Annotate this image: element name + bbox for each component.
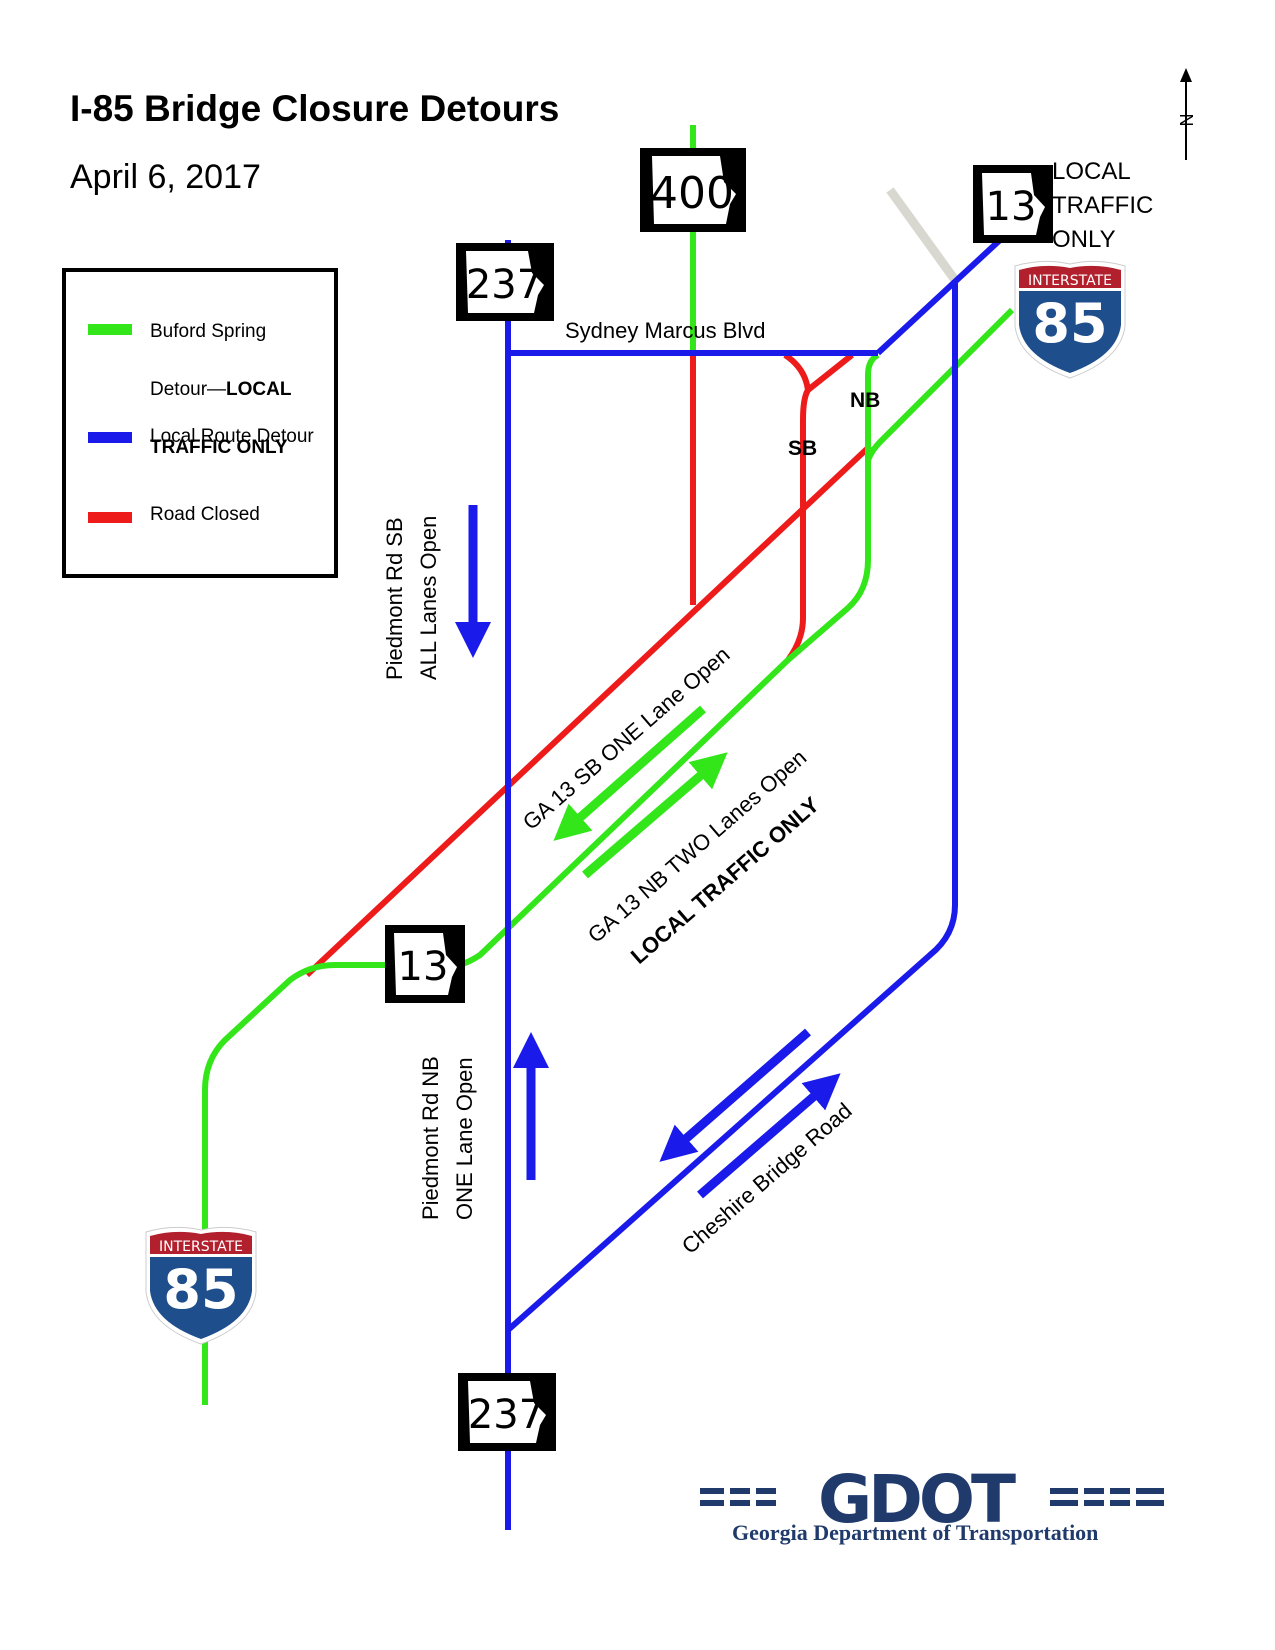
ga400-number: 400 xyxy=(650,168,734,219)
map-date: April 6, 2017 xyxy=(70,158,261,196)
i85-top-interstate-word: INTERSTATE xyxy=(1028,273,1112,289)
legend-local-label: Local Route Detour xyxy=(150,426,314,447)
i85-bottom-number: 85 xyxy=(163,1258,238,1321)
legend-swatch-green xyxy=(88,324,132,335)
ga13-mid-number: 13 xyxy=(398,944,449,990)
legend-closed-label: Road Closed xyxy=(150,504,260,525)
ga13-top-shield: 13 xyxy=(973,165,1053,243)
i85-closed xyxy=(304,443,873,978)
cheshire-sb-arrow xyxy=(659,1028,811,1162)
ga13-nb-arrow xyxy=(582,752,728,879)
sb-label: SB xyxy=(788,437,817,460)
legend-detour-line2-bold: LOCAL xyxy=(226,379,292,400)
ga237-top-shield: 237 xyxy=(456,243,554,321)
i85-top-number: 85 xyxy=(1032,292,1107,355)
i85-north-detour xyxy=(865,307,1015,462)
local-routes xyxy=(505,237,1003,1530)
i85-top-shield: INTERSTATE 85 xyxy=(1014,260,1126,379)
gray-road xyxy=(886,187,959,283)
piedmont-sb-line2: ALL Lanes Open xyxy=(416,516,441,680)
ga13-sb-arrow xyxy=(553,705,706,841)
piedmont-nb-label: Piedmont Rd NB ONE Lane Open xyxy=(418,1056,477,1220)
i85-bottom-interstate-word: INTERSTATE xyxy=(159,1239,243,1255)
map-title: I-85 Bridge Closure Detours xyxy=(70,88,560,129)
north-arrow-icon: N xyxy=(1176,68,1196,160)
piedmont-nb-line1: Piedmont Rd NB xyxy=(418,1056,443,1220)
legend-detour-line1: Buford Spring xyxy=(150,321,267,342)
ga237-bottom-number: 237 xyxy=(468,1392,544,1438)
piedmont-sb-label: Piedmont Rd SB ALL Lanes Open xyxy=(382,516,441,680)
ga13-mid-shield: 13 xyxy=(385,925,465,1003)
closed-roads xyxy=(304,352,873,978)
north-letter: N xyxy=(1176,114,1196,127)
ga13-north-local xyxy=(875,237,1003,356)
local-traffic-only-note: LOCAL TRAFFIC ONLY xyxy=(1052,158,1154,253)
ga237-top-number: 237 xyxy=(466,262,542,308)
legend-swatch-blue xyxy=(88,432,132,443)
legend: Buford Spring Detour—LOCAL TRAFFIC ONLY … xyxy=(62,268,338,578)
gdot-name: Georgia Department of Transportation xyxy=(732,1520,1099,1545)
piedmont-nb-line2: ONE Lane Open xyxy=(452,1057,477,1220)
i85-bottom-shield: INTERSTATE 85 xyxy=(145,1226,257,1345)
gdot-logo-text: GDOT xyxy=(818,1461,1016,1538)
ga13-detour xyxy=(454,352,880,968)
ga237-bottom-shield: 237 xyxy=(458,1373,556,1451)
i85-south-detour xyxy=(202,962,395,1405)
ga400-shield: 400 xyxy=(640,148,746,232)
gdot-logo: GDOT xyxy=(700,1461,1164,1538)
legend-swatch-red xyxy=(88,512,132,523)
piedmont-sb-line1: Piedmont Rd SB xyxy=(382,517,407,680)
nb-ramp-closed xyxy=(806,352,854,393)
ga13-top-number: 13 xyxy=(986,184,1037,230)
sb-ramp-closed xyxy=(783,352,812,662)
sydney-marcus-label: Sydney Marcus Blvd xyxy=(565,318,766,343)
cheshire-nb-arrow xyxy=(697,1073,841,1199)
legend-detour-line2: Detour— xyxy=(150,379,227,400)
nb-label: NB xyxy=(850,389,880,412)
legend-detour-line3: TRAFFIC ONLY xyxy=(150,437,288,458)
cheshire-bridge-road xyxy=(506,280,958,1333)
